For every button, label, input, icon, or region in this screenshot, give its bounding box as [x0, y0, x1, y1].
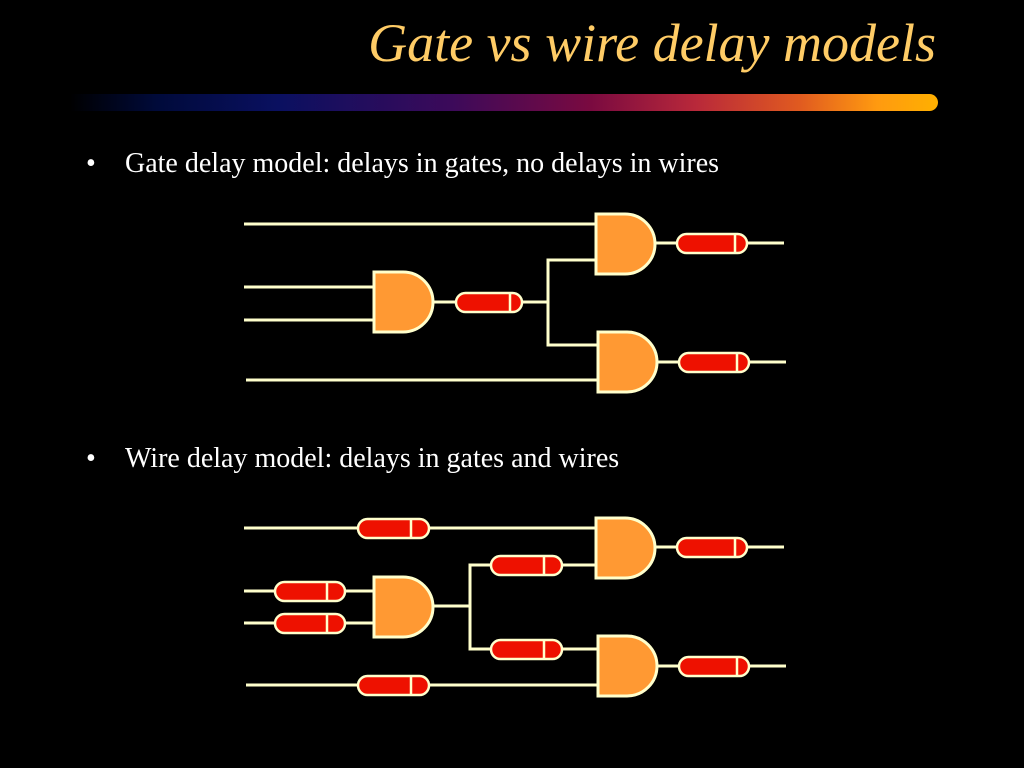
wire [546, 258, 596, 302]
delay-element [454, 291, 524, 314]
bullet-dot: • [86, 148, 96, 179]
slide-title: Gate vs wire delay models [368, 13, 936, 73]
delay-element [356, 674, 431, 697]
and-gate [594, 516, 657, 580]
delay-element [677, 351, 751, 374]
delay-element [675, 232, 749, 255]
wire [468, 606, 491, 651]
bullet-wire-delay-model: • Wire delay model: delays in gates and w… [86, 443, 619, 475]
delay-element [273, 580, 347, 603]
wire [468, 563, 491, 606]
bullet-gate-delay-model: • Gate delay model: delays in gates, no d… [86, 148, 719, 180]
title-gradient-bar [70, 94, 938, 111]
bullet-text: Gate delay model: delays in gates, no de… [125, 148, 720, 179]
and-gate [596, 634, 659, 698]
and-gate [372, 575, 435, 639]
delay-element [677, 655, 751, 678]
delay-element [356, 517, 431, 540]
bullet-text: Wire delay model: delays in gates and wi… [125, 443, 620, 474]
delay-element [489, 554, 564, 577]
delay-element [489, 638, 564, 661]
gate-delay-circuit-diagram [244, 212, 786, 394]
and-gate [596, 330, 659, 394]
and-gate [594, 212, 657, 276]
and-gate [372, 270, 435, 334]
delay-element [675, 536, 749, 559]
bullet-dot: • [86, 443, 96, 474]
delay-element [273, 612, 347, 635]
wire-delay-circuit-diagram [244, 516, 786, 698]
wire [546, 302, 598, 347]
